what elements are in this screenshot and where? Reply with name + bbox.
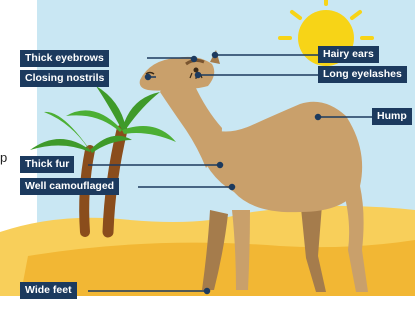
label-thick-fur: Thick fur xyxy=(20,156,74,173)
label-wide-feet: Wide feet xyxy=(20,282,77,299)
label-closing-nostrils: Closing nostrils xyxy=(20,70,109,87)
label-hairy-ears: Hairy ears xyxy=(318,46,379,63)
stray-letter: p xyxy=(0,150,7,165)
label-long-eyelashes: Long eyelashes xyxy=(318,66,407,83)
label-thick-eyebrows: Thick eyebrows xyxy=(20,50,109,67)
label-well-camouflaged: Well camouflaged xyxy=(20,178,119,195)
label-hump: Hump xyxy=(372,108,412,125)
